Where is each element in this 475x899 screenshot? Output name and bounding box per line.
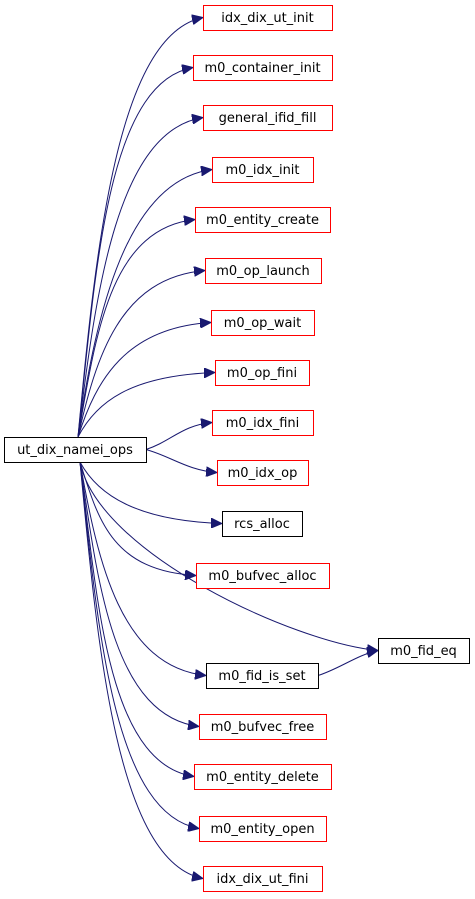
- node-box: [217, 460, 309, 486]
- node-m0-op-wait[interactable]: m0_op_wait: [211, 310, 315, 336]
- node-m0-idx-op[interactable]: m0_idx_op: [217, 460, 309, 486]
- node-m0-entity-create[interactable]: m0_entity_create: [195, 207, 331, 233]
- node-box: [205, 258, 322, 284]
- node-box: [215, 360, 310, 386]
- edge-m0-fid-is-set-to-m0-fid-eq: [317, 651, 378, 676]
- edge-ut-dix-namei-ops-to-m0-op-wait: [77, 323, 211, 438]
- node-box: [199, 714, 327, 740]
- node-box: [194, 764, 332, 790]
- node-box: [212, 410, 314, 436]
- node-box: [203, 866, 323, 892]
- node-m0-fid-is-set[interactable]: m0_fid_is_set: [206, 663, 319, 689]
- node-m0-idx-fini[interactable]: m0_idx_fini: [212, 410, 314, 436]
- node-label: m0_op_launch: [216, 264, 310, 279]
- nodes-layer: ut_dix_namei_ops idx_dix_ut_init m0_contai…: [4, 5, 470, 892]
- node-box: [199, 816, 327, 842]
- node-label: m0_bufvec_free: [211, 720, 314, 735]
- node-box: [196, 563, 330, 589]
- node-box: [212, 157, 314, 183]
- node-box: [222, 511, 303, 537]
- edge-ut-dix-namei-ops-to-m0-entity-create: [77, 220, 195, 438]
- node-m0-bufvec-free[interactable]: m0_bufvec_free: [199, 714, 327, 740]
- edge-ut-dix-namei-ops-to-rcs-alloc: [79, 461, 222, 524]
- node-idx-dix-ut-fini[interactable]: idx_dix_ut_fini: [203, 866, 323, 892]
- edge-ut-dix-namei-ops-to-m0-fid-is-set: [79, 461, 206, 676]
- node-label: m0_bufvec_alloc: [208, 569, 316, 584]
- node-rcs-alloc[interactable]: rcs_alloc: [222, 511, 303, 537]
- node-m0-entity-open[interactable]: m0_entity_open: [199, 816, 327, 842]
- edge-ut-dix-namei-ops-to-m0-entity-open: [79, 461, 199, 829]
- node-label: m0_fid_eq: [390, 644, 457, 659]
- node-label: idx_dix_ut_init: [221, 11, 314, 26]
- node-m0-op-launch[interactable]: m0_op_launch: [205, 258, 322, 284]
- node-m0-idx-init[interactable]: m0_idx_init: [212, 157, 314, 183]
- node-label: m0_container_init: [204, 61, 320, 76]
- node-box: [4, 437, 147, 463]
- node-label: rcs_alloc: [234, 517, 290, 532]
- node-box: [203, 5, 333, 31]
- edge-ut-dix-namei-ops-to-idx-dix-ut-init: [77, 18, 203, 438]
- node-box: [378, 638, 470, 664]
- node-label: idx_dix_ut_fini: [217, 872, 309, 887]
- edge-ut-dix-namei-ops-to-m0-container-init: [77, 68, 193, 438]
- node-label: m0_entity_create: [206, 213, 319, 228]
- edge-ut-dix-namei-ops-to-m0-op-fini: [77, 373, 215, 438]
- edge-ut-dix-namei-ops-to-idx-dix-ut-fini: [79, 461, 203, 879]
- node-label: m0_idx_op: [228, 466, 298, 481]
- edge-ut-dix-namei-ops-to-m0-entity-delete: [79, 461, 194, 777]
- node-label: m0_op_wait: [224, 316, 301, 331]
- node-label: m0_idx_fini: [226, 416, 300, 431]
- node-label: m0_idx_init: [225, 163, 299, 178]
- edge-ut-dix-namei-ops-to-m0-idx-init: [77, 170, 212, 438]
- node-label: m0_op_fini: [227, 366, 297, 381]
- node-general-ifid-fill[interactable]: general_ifid_fill: [203, 105, 333, 131]
- node-box: [193, 55, 333, 81]
- node-box: [211, 310, 315, 336]
- node-m0-fid-eq[interactable]: m0_fid_eq: [378, 638, 470, 664]
- node-label: m0_entity_open: [210, 822, 314, 837]
- edge-ut-dix-namei-ops-to-m0-op-launch: [77, 271, 205, 438]
- edge-ut-dix-namei-ops-to-m0-bufvec-alloc: [79, 461, 196, 576]
- node-box: [206, 663, 319, 689]
- node-box: [203, 105, 333, 131]
- edge-ut-dix-namei-ops-to-m0-idx-op: [145, 449, 217, 473]
- node-m0-container-init[interactable]: m0_container_init: [193, 55, 333, 81]
- node-m0-entity-delete[interactable]: m0_entity_delete: [194, 764, 332, 790]
- node-label: ut_dix_namei_ops: [17, 443, 133, 458]
- edge-ut-dix-namei-ops-to-m0-idx-fini: [145, 423, 212, 450]
- edge-ut-dix-namei-ops-to-m0-bufvec-free: [79, 461, 199, 727]
- node-label: general_ifid_fill: [219, 111, 317, 126]
- node-box: [195, 207, 331, 233]
- edge-ut-dix-namei-ops-to-m0-fid-eq: [79, 461, 378, 651]
- node-m0-op-fini[interactable]: m0_op_fini: [215, 360, 310, 386]
- node-idx-dix-ut-init[interactable]: idx_dix_ut_init: [203, 5, 333, 31]
- node-label: m0_fid_is_set: [218, 669, 305, 684]
- node-m0-bufvec-alloc[interactable]: m0_bufvec_alloc: [196, 563, 330, 589]
- edge-ut-dix-namei-ops-to-general-ifid-fill: [77, 118, 203, 438]
- node-label: m0_entity_delete: [206, 770, 319, 785]
- node-ut-dix-namei-ops[interactable]: ut_dix_namei_ops: [4, 437, 147, 463]
